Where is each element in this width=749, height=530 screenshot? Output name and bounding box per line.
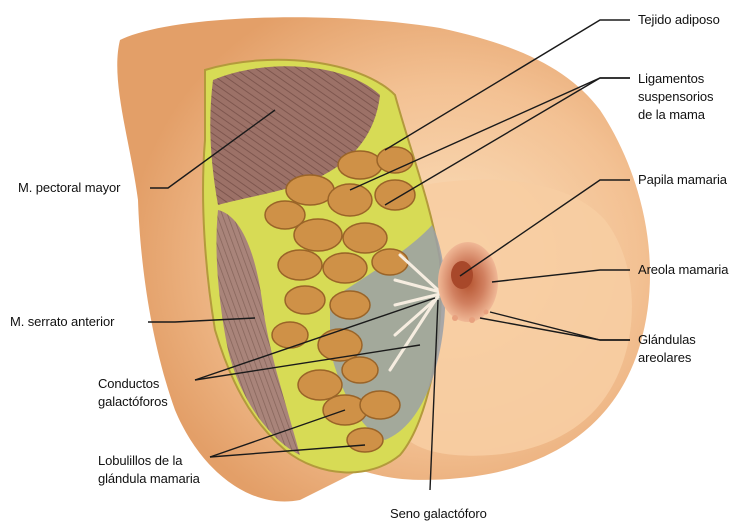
label-papila: Papila mamaria (638, 171, 727, 189)
label-seno: Seno galactóforo (390, 505, 487, 523)
label-glandulas: Glándulas areolares (638, 331, 696, 367)
label-pectoral: M. pectoral mayor (18, 179, 120, 197)
label-areola: Areola mamaria (638, 261, 728, 279)
label-lobulillos: Lobulillos de la glándula mamaria (98, 452, 200, 488)
label-tejido-adiposo: Tejido adiposo (638, 11, 720, 29)
label-conductos: Conductos galactóforos (98, 375, 168, 411)
label-ligamentos: Ligamentos suspensorios de la mama (638, 70, 713, 124)
label-serrato: M. serrato anterior (10, 313, 114, 331)
